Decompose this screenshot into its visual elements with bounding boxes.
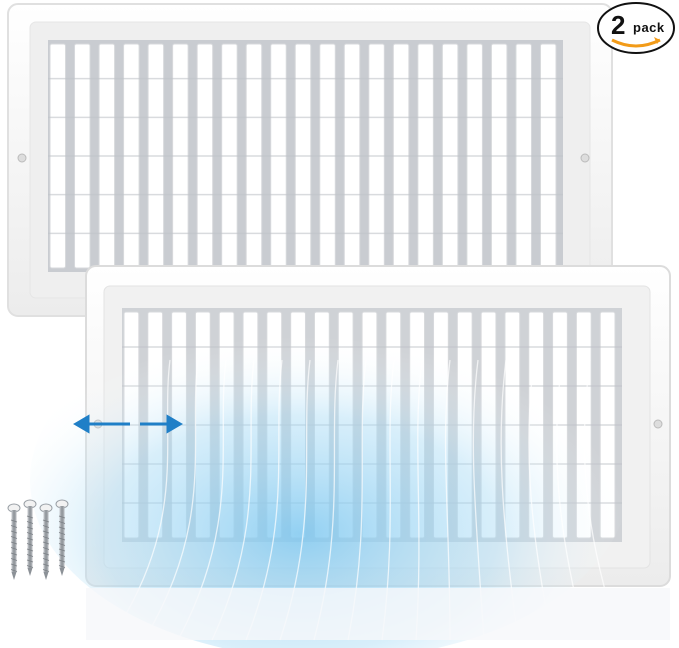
- double-arrow-icon: [73, 414, 183, 434]
- pack-count: 2: [611, 10, 626, 40]
- screw: [23, 499, 37, 576]
- back-vent: [7, 3, 613, 317]
- reflection: [86, 588, 670, 640]
- screw: [55, 499, 69, 576]
- pack-badge: [597, 2, 675, 54]
- pack-badge-text: 2 pack: [597, 2, 675, 52]
- screw: [39, 503, 53, 580]
- screw: [7, 503, 21, 580]
- pack-word: pack: [633, 20, 665, 35]
- amazon-smile-icon: [611, 38, 661, 48]
- screws: [7, 499, 69, 580]
